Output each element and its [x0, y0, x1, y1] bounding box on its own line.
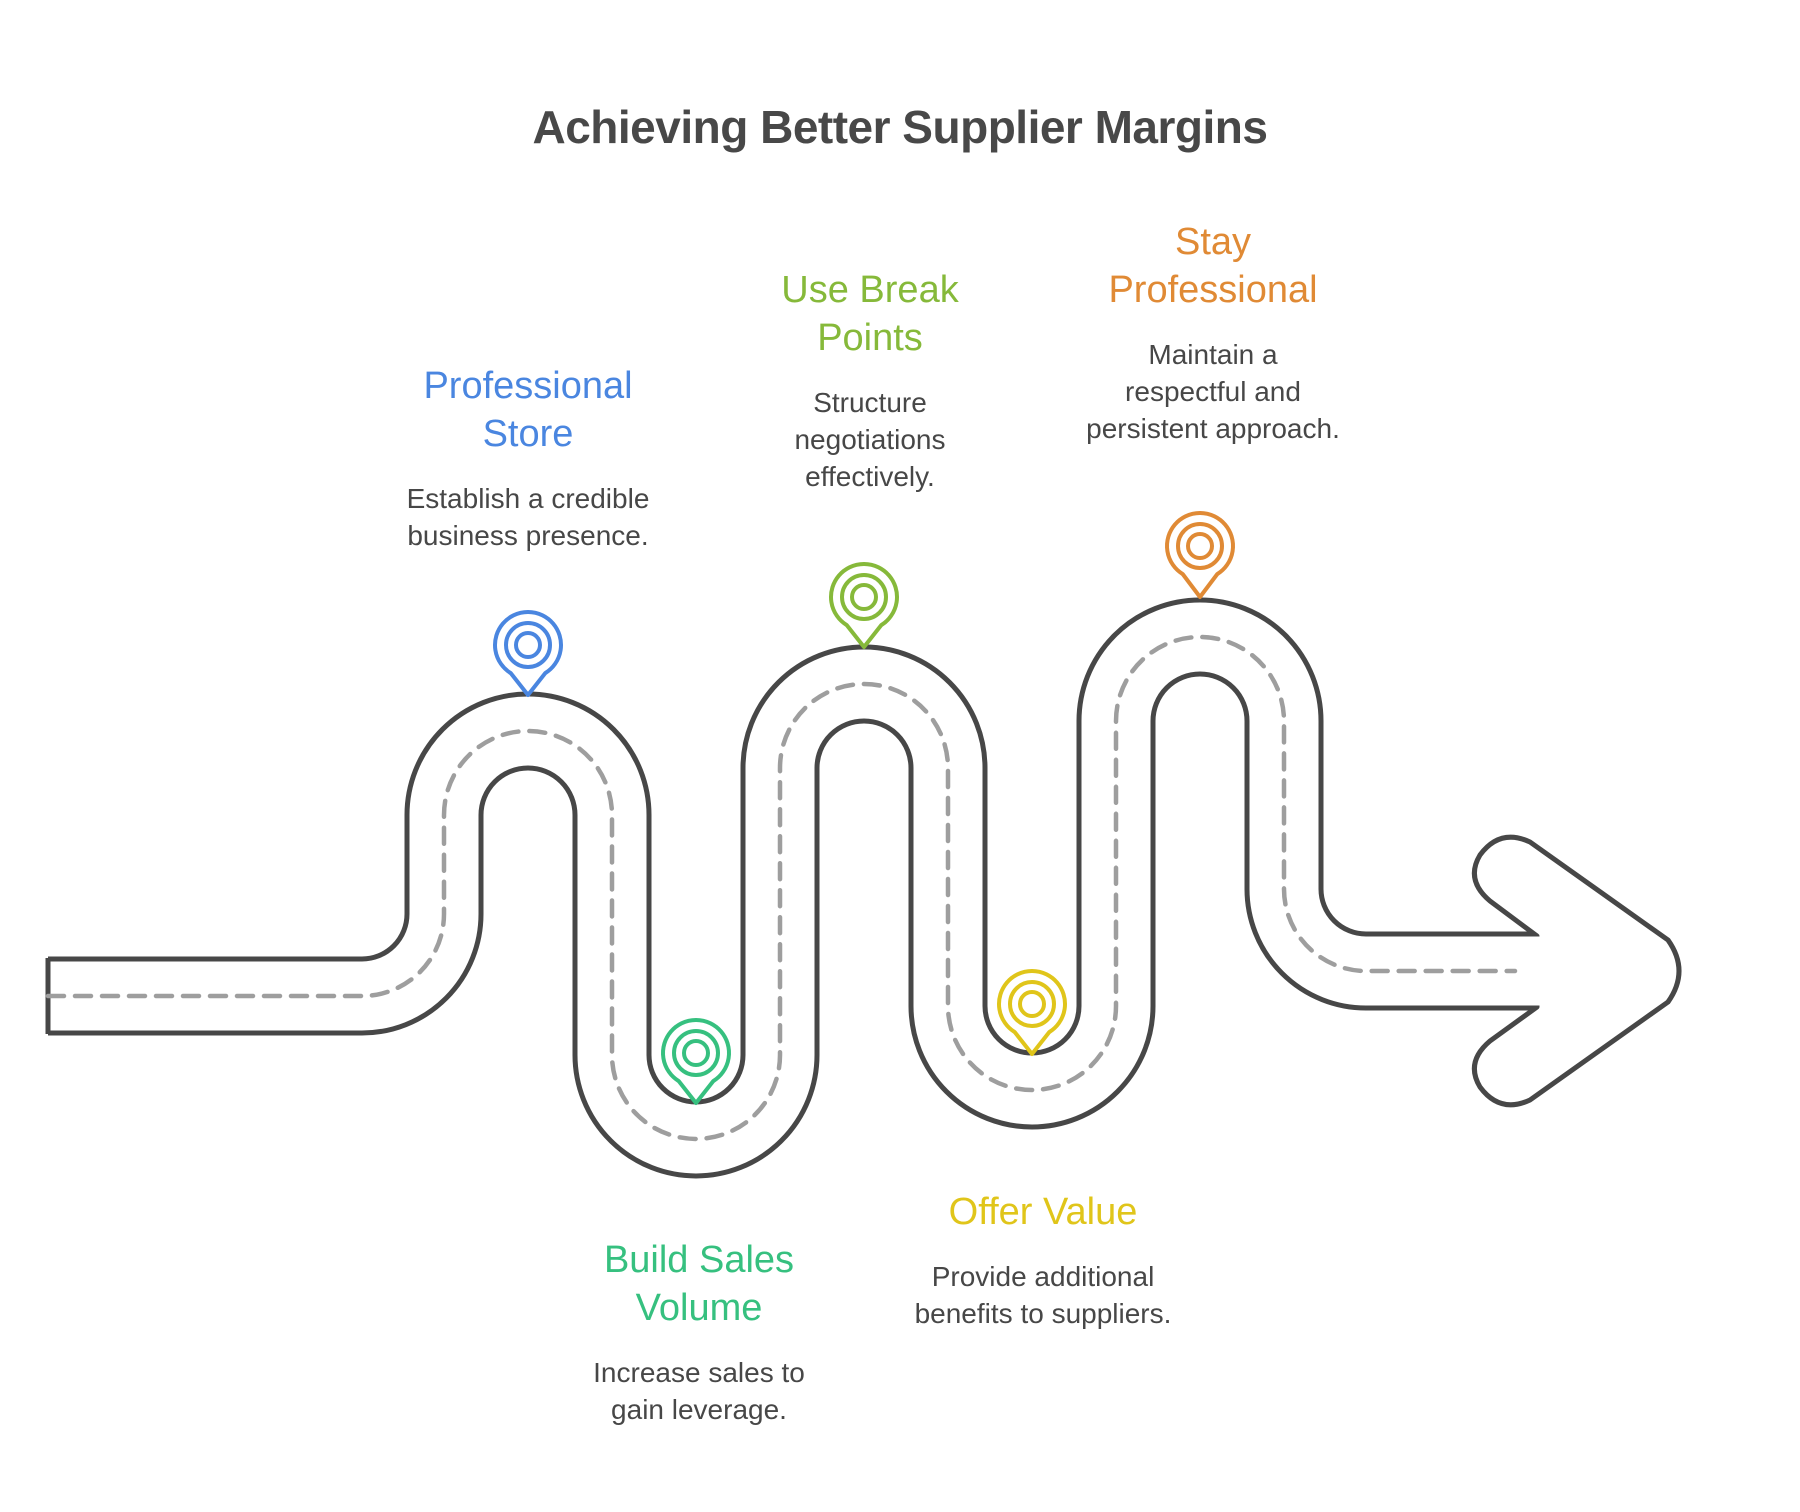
- pin-core: [682, 1039, 710, 1067]
- map-pin-target-icon: [997, 969, 1067, 1056]
- pin-ring: [672, 1029, 720, 1077]
- map-pin-target-icon: [829, 562, 899, 649]
- step-title: Build Sales Volume: [603, 1239, 795, 1329]
- step-title: Offer Value: [948, 1191, 1138, 1233]
- pin-ring: [840, 573, 888, 621]
- step-use-break-points: Use Break Points Structure negotiations …: [700, 266, 1040, 495]
- step-description: Structure negotiations effectively.: [794, 387, 946, 492]
- step-professional-store: Professional Store Establish a credible …: [358, 362, 698, 554]
- step-title: Use Break Points: [781, 269, 959, 359]
- step-offer-value: Offer Value Provide additional benefits …: [873, 1188, 1213, 1332]
- pin-core: [850, 583, 878, 611]
- pin-ring: [1176, 522, 1224, 570]
- map-pin-target-icon: [493, 610, 563, 697]
- step-description: Maintain a respectful and persistent app…: [1086, 339, 1340, 444]
- step-build-sales-volume: Build Sales Volume Increase sales to gai…: [529, 1236, 869, 1428]
- step-stay-professional: Stay Professional Maintain a respectful …: [1043, 218, 1383, 447]
- map-pin-target-icon: [1165, 511, 1235, 599]
- step-description: Establish a credible business presence.: [406, 483, 650, 551]
- pin-ring: [1008, 980, 1056, 1028]
- map-pin-target-icon: [661, 1018, 731, 1105]
- diagram-title: Achieving Better Supplier Margins: [532, 101, 1268, 153]
- lane-divider: [45, 634, 1518, 1142]
- arrow-right-icon: [1471, 834, 1682, 1108]
- pin-core: [1186, 532, 1214, 560]
- step-title: Professional Store: [423, 365, 633, 455]
- winding-road: [45, 597, 1682, 1179]
- road-surface: [48, 602, 1540, 1174]
- pin-core: [514, 631, 542, 659]
- milestone-pins: [493, 511, 1235, 1105]
- step-description: Provide additional benefits to suppliers…: [914, 1261, 1172, 1329]
- step-title: Stay Professional: [1108, 221, 1318, 311]
- pin-core: [1018, 990, 1046, 1018]
- arrow-seam-cover: [1520, 939, 1560, 1004]
- step-description: Increase sales to gain leverage.: [593, 1357, 805, 1425]
- pin-ring: [504, 621, 552, 669]
